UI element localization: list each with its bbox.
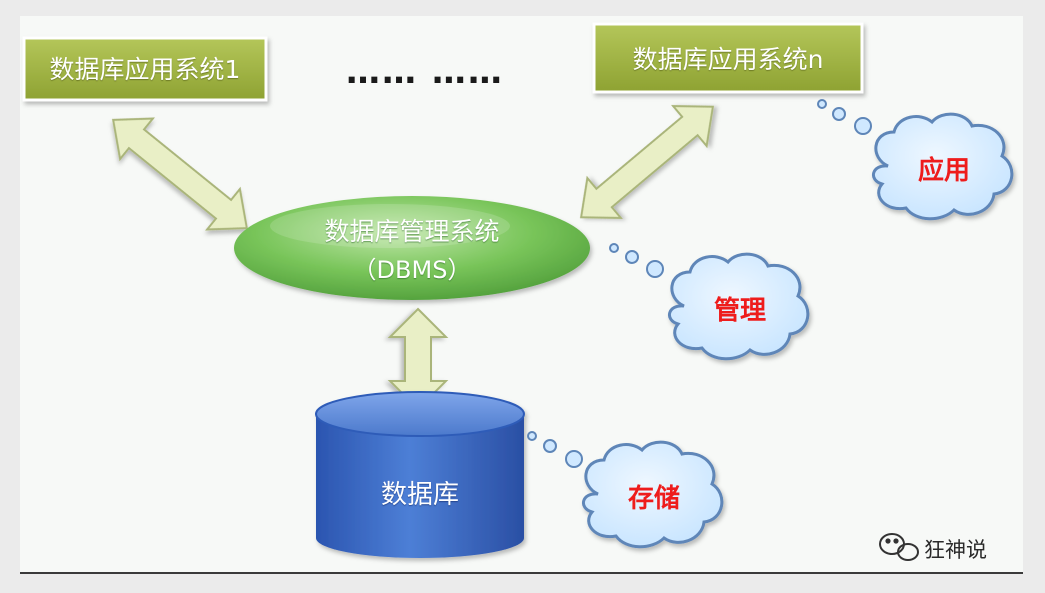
cloud-storage — [527, 431, 724, 549]
wechat-icon — [879, 533, 919, 561]
database-cylinder — [315, 391, 525, 558]
cloud-management — [609, 243, 810, 361]
watermark-text: 狂神说 — [924, 538, 987, 562]
diagram-canvas: 数据库应用系统1 数据库应用系统n …… …… 数据库管理系统 （DBMS） 数… — [20, 16, 1023, 574]
app-system-1-label: 数据库应用系统1 — [49, 55, 241, 84]
app-system-1-box — [22, 36, 268, 102]
app-system-n-label: 数据库应用系统n — [632, 45, 824, 74]
dbms-abbreviation: （DBMS） — [352, 256, 472, 284]
database-label: 数据库 — [380, 480, 459, 510]
ellipsis-more-systems: …… …… — [346, 52, 504, 92]
app-system-n-box — [592, 22, 864, 94]
diagram-graphics — [22, 22, 1014, 561]
arrow-app1-dbms — [111, 117, 249, 231]
dbms-ellipse — [234, 196, 590, 300]
arrow-appn-dbms — [579, 105, 715, 219]
dbms-title: 数据库管理系统 — [324, 217, 500, 246]
cloud-application-label: 应用 — [917, 156, 970, 186]
cloud-storage-label: 存储 — [627, 484, 680, 514]
cloud-application — [817, 99, 1014, 221]
cloud-management-label: 管理 — [713, 296, 766, 326]
